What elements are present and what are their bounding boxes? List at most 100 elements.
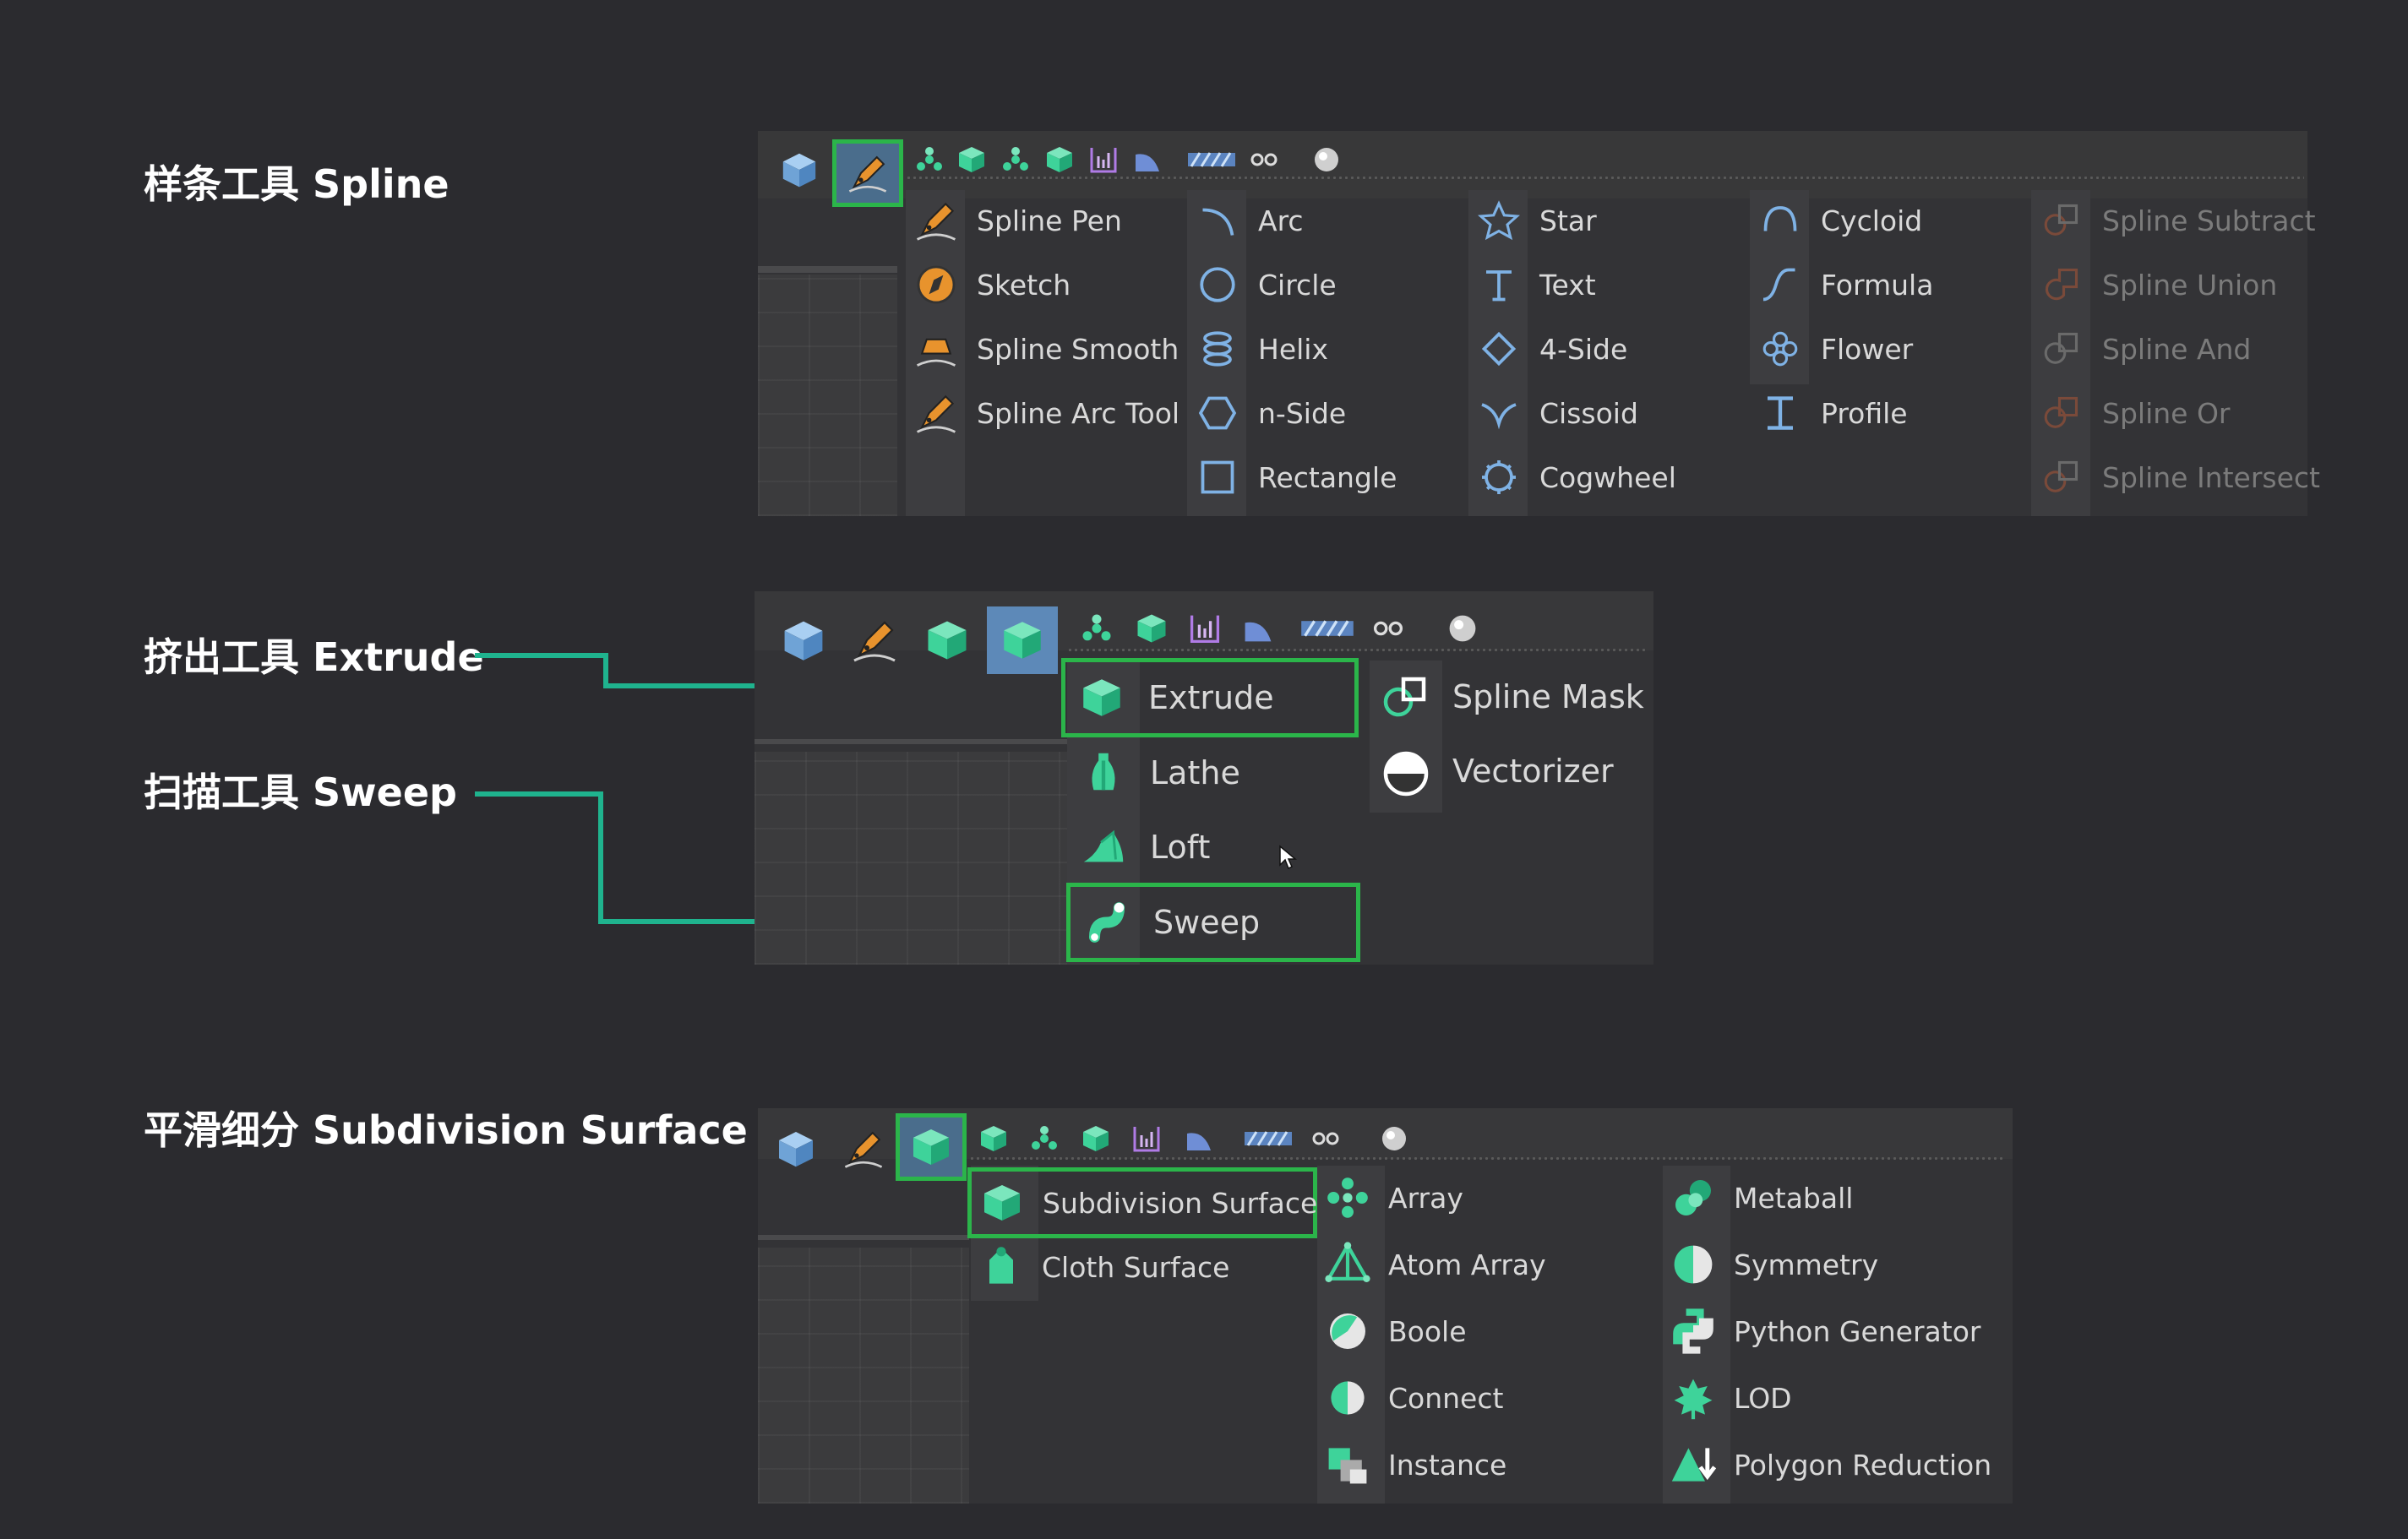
menu-item-extrude[interactable]: Extrude [1061, 658, 1359, 737]
menu-item-metaball[interactable]: Metaball [1663, 1167, 1853, 1228]
diamond-icon [1468, 318, 1529, 379]
spline-subtract-icon [2031, 190, 2092, 251]
menu-item-n-side[interactable]: n-Side [1187, 383, 1346, 443]
menu-item-sweep[interactable]: Sweep [1066, 883, 1360, 962]
menu-item-circle[interactable]: Circle [1187, 254, 1337, 315]
python-icon [1663, 1301, 1724, 1362]
menu-item-symmetry[interactable]: Symmetry [1663, 1234, 1878, 1295]
spline-panel: Spline Pen Sketch Spline Smooth Spline A… [758, 131, 2320, 516]
menu-item-lathe[interactable]: Lathe [1067, 737, 1240, 809]
menu-item-sketch[interactable]: Sketch [906, 254, 1071, 315]
menu-item-spline-union[interactable]: Spline Union [2031, 254, 2277, 315]
menu-item-formula[interactable]: Formula [1750, 254, 1933, 315]
loft-icon [1067, 811, 1140, 884]
menu-item-flower[interactable]: Flower [1750, 318, 1913, 379]
menu-item-python-generator[interactable]: Python Generator [1663, 1301, 1980, 1362]
array-icon [1317, 1167, 1378, 1228]
cycloid-icon [1750, 190, 1811, 251]
label-spline: 样条工具 Spline [144, 161, 449, 207]
spline-pen-tool-icon[interactable] [832, 139, 903, 207]
cloth-surface-icon [971, 1237, 1032, 1297]
menu-item-boole[interactable]: Boole [1317, 1301, 1467, 1362]
arc-icon [1187, 190, 1248, 251]
menu-item-polygon-reduction[interactable]: Polygon Reduction [1663, 1434, 1991, 1495]
extrude-tool-icon[interactable] [987, 606, 1058, 674]
menu-item-spline-smooth[interactable]: Spline Smooth [906, 318, 1179, 379]
menu-item-spline-subtract[interactable]: Spline Subtract [2031, 190, 2316, 251]
profile-beam-icon [1750, 383, 1811, 443]
polygon-reduction-icon [1663, 1434, 1724, 1495]
rectangle-icon [1187, 447, 1248, 508]
lod-leaf-icon [1663, 1368, 1724, 1428]
menu-item-cycloid[interactable]: Cycloid [1750, 190, 1922, 251]
menu-item-spline-arc-tool[interactable]: Spline Arc Tool [906, 383, 1179, 443]
toolbar-mini-icons [971, 1122, 1417, 1156]
menu-item-spline-and[interactable]: Spline And [2031, 318, 2251, 379]
lathe-vase-icon [1067, 737, 1140, 809]
menu-item-lod[interactable]: LOD [1663, 1368, 1792, 1428]
menu-item-spline-or[interactable]: Spline Or [2031, 383, 2230, 443]
cube-tool-icon[interactable] [766, 1118, 825, 1179]
menu-item-instance[interactable]: Instance [1317, 1434, 1506, 1495]
circle-icon [1187, 254, 1248, 315]
text-t-icon [1468, 254, 1529, 315]
helix-icon [1187, 318, 1248, 379]
menu-item-cissoid[interactable]: Cissoid [1468, 383, 1638, 443]
menu-item-spline-intersect[interactable]: Spline Intersect [2031, 447, 2320, 508]
extrude-icon [1065, 661, 1138, 734]
subdivision-tool-icon[interactable] [912, 606, 983, 674]
boole-icon [1317, 1301, 1378, 1362]
cube-tool-icon[interactable] [770, 139, 829, 200]
spline-mask-icon [1370, 661, 1442, 733]
menu-item-connect[interactable]: Connect [1317, 1368, 1503, 1428]
menu-item-cogwheel[interactable]: Cogwheel [1468, 447, 1676, 508]
subdivision-tool-icon[interactable] [896, 1113, 967, 1181]
flower-icon [1750, 318, 1811, 379]
menu-item-4-side[interactable]: 4-Side [1468, 318, 1627, 379]
spline-and-icon [2031, 318, 2092, 379]
menu-item-star[interactable]: Star [1468, 190, 1597, 251]
connect-icon [1317, 1368, 1378, 1428]
menu-item-loft[interactable]: Loft [1067, 811, 1210, 884]
menu-item-text[interactable]: Text [1468, 254, 1596, 315]
star-icon [1468, 190, 1529, 251]
menu-item-atom-array[interactable]: Atom Array [1317, 1234, 1546, 1295]
menu-item-profile[interactable]: Profile [1750, 383, 1908, 443]
cube-tool-icon[interactable] [770, 606, 837, 674]
hexagon-icon [1187, 383, 1248, 443]
sketch-icon [906, 254, 967, 315]
mouse-cursor-icon [1278, 845, 1298, 870]
menu-item-cloth-surface[interactable]: Cloth Surface [971, 1237, 1229, 1297]
spline-or-icon [2031, 383, 2092, 443]
vectorizer-icon [1370, 735, 1442, 808]
label-subdivision: 平滑细分 Subdivision Surface [144, 1107, 748, 1153]
menu-item-spline-mask[interactable]: Spline Mask [1370, 661, 1644, 733]
label-extrude: 挤出工具 Extrude [144, 634, 484, 680]
cissoid-icon [1468, 383, 1529, 443]
spline-arc-tool-icon [906, 383, 967, 443]
atom-array-icon [1317, 1234, 1378, 1295]
spline-pen-tool-icon[interactable] [839, 606, 910, 674]
spline-intersect-icon [2031, 447, 2092, 508]
metaball-icon [1663, 1167, 1724, 1228]
spline-pen-tool-icon[interactable] [832, 1118, 895, 1179]
subdivision-surface-icon [972, 1172, 1032, 1233]
label-sweep: 扫描工具 Sweep [144, 770, 457, 815]
toolbar-mini-icons [1067, 612, 1486, 645]
menu-item-array[interactable]: Array [1317, 1167, 1463, 1228]
menu-item-vectorizer[interactable]: Vectorizer [1370, 735, 1614, 808]
subdivision-panel: Subdivision Surface Cloth Surface Array … [758, 1108, 2013, 1504]
menu-item-rectangle[interactable]: Rectangle [1187, 447, 1397, 508]
generator-panel: Extrude Lathe Loft Sweep Spline Mask Vec… [755, 591, 1653, 965]
spline-union-icon [2031, 254, 2092, 315]
sweep-icon [1071, 886, 1143, 959]
menu-item-subdivision-surface[interactable]: Subdivision Surface [967, 1167, 1317, 1238]
menu-item-helix[interactable]: Helix [1187, 318, 1328, 379]
formula-wave-icon [1750, 254, 1811, 315]
spline-pen-icon [906, 190, 967, 251]
menu-item-spline-pen[interactable]: Spline Pen [906, 190, 1122, 251]
menu-item-arc[interactable]: Arc [1187, 190, 1304, 251]
toolbar [758, 131, 2307, 198]
instance-icon [1317, 1434, 1378, 1495]
cogwheel-icon [1468, 447, 1529, 508]
